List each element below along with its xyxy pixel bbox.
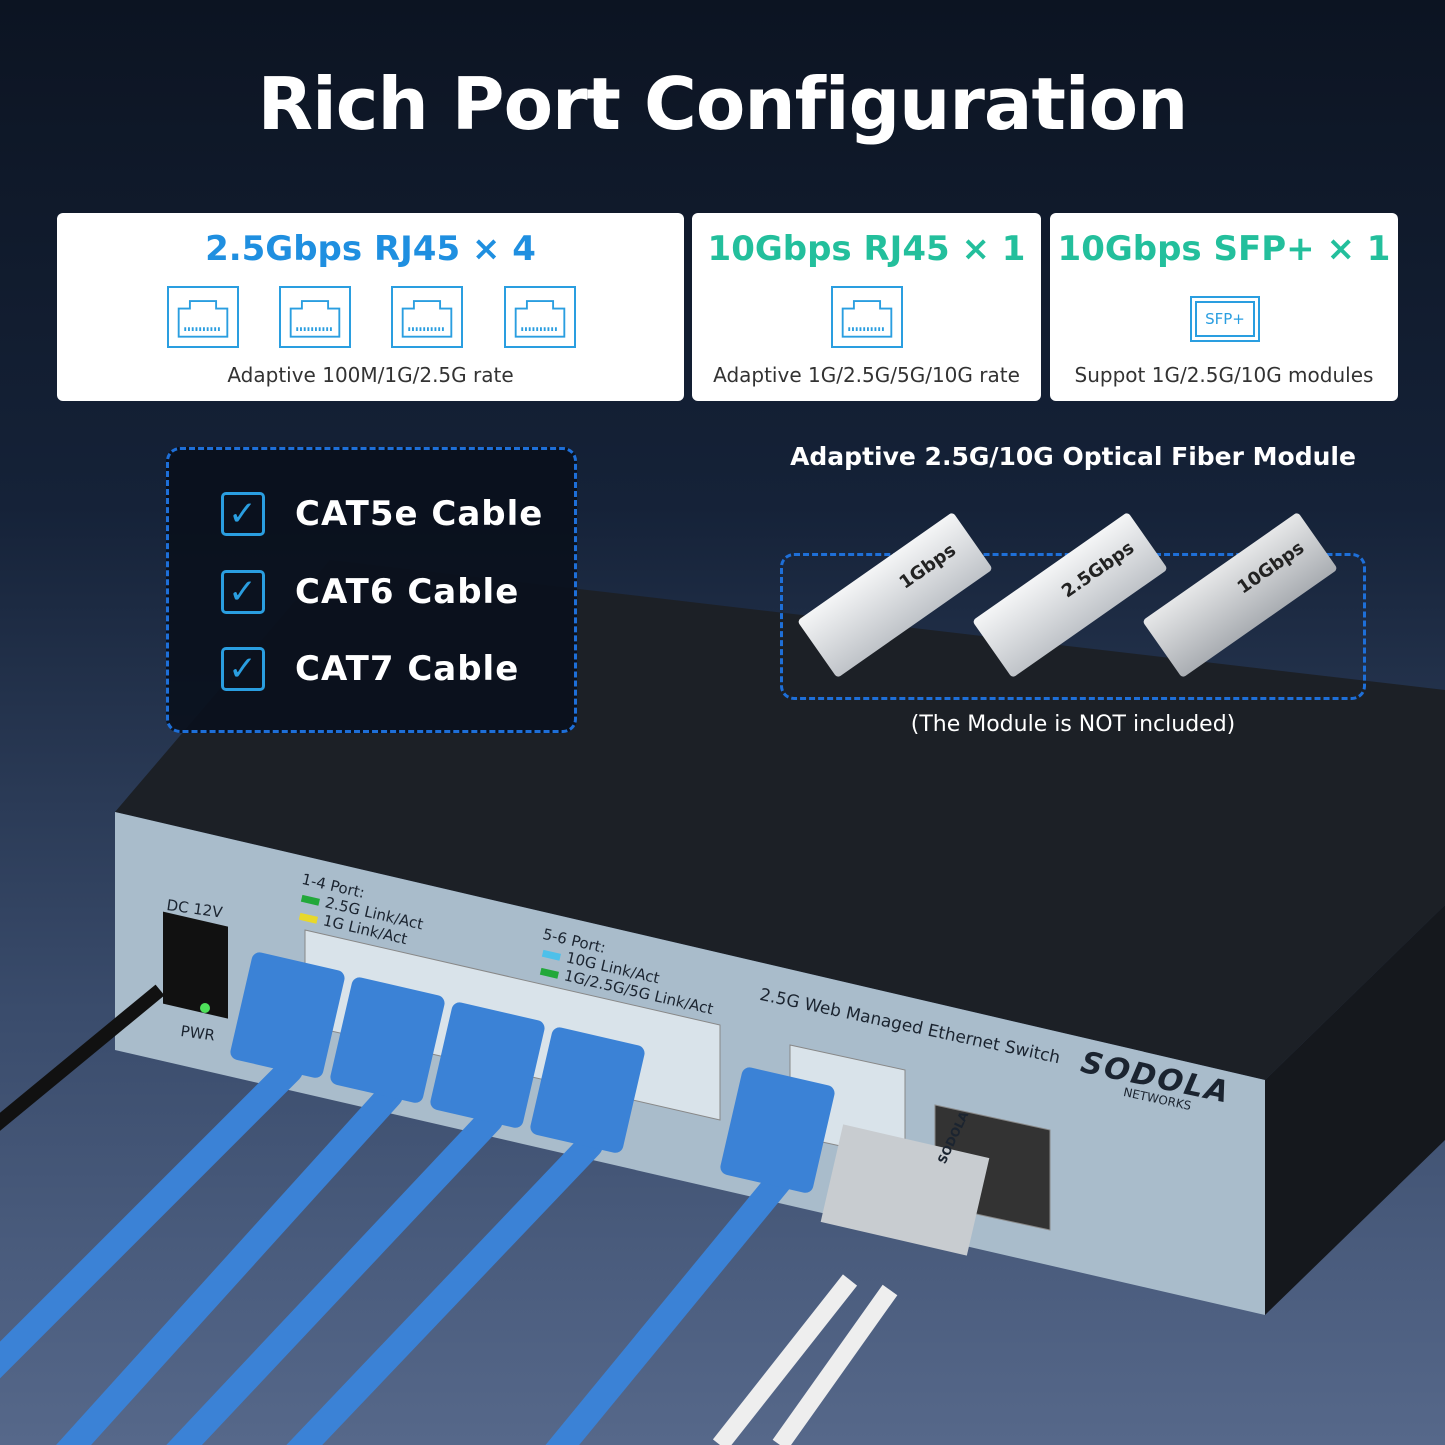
ethernet-cables	[0, 1057, 793, 1445]
modules-title: Adaptive 2.5G/10G Optical Fiber Module	[790, 442, 1356, 471]
card-caption: Suppot 1G/2.5G/10G modules	[1074, 363, 1374, 387]
cable-plugs	[230, 952, 835, 1193]
card-caption: Adaptive 1G/2.5G/5G/10G rate	[713, 363, 1020, 387]
power-cable	[0, 984, 165, 1131]
sfp-module-inserted	[820, 1124, 990, 1256]
card-2-5g-rj45: 2.5Gbps RJ45 × 4 Adaptive 100M/1G/2.5G r…	[57, 213, 684, 401]
rj45-port-icon	[167, 286, 239, 348]
blue-led-icon	[541, 949, 561, 961]
green-led-icon	[539, 967, 559, 979]
rj45-port-icon	[279, 286, 351, 348]
rj45-port-icon	[831, 286, 903, 348]
rj45-port-icon	[504, 286, 576, 348]
green-led-icon	[300, 894, 320, 906]
card-heading: 2.5Gbps RJ45 × 4	[205, 229, 536, 269]
switch-side-face	[1265, 905, 1445, 1315]
page-title: Rich Port Configuration	[257, 62, 1189, 146]
checkbox-checked-icon: ✓	[221, 647, 265, 691]
sfp-port-icon: SFP+	[1190, 296, 1260, 342]
checkbox-checked-icon: ✓	[221, 492, 265, 536]
fiber-cables	[712, 1274, 898, 1445]
dc-power-jack	[163, 911, 228, 1019]
cable-item: ✓CAT6 Cable	[221, 570, 519, 614]
checkbox-checked-icon: ✓	[221, 570, 265, 614]
card-heading: 10Gbps RJ45 × 1	[707, 229, 1026, 269]
cable-compatibility-box: ✓CAT5e Cable ✓CAT6 Cable ✓CAT7 Cable	[166, 447, 577, 733]
card-heading: 10Gbps SFP+ × 1	[1057, 229, 1391, 269]
card-10g-sfp: 10Gbps SFP+ × 1 SFP+ Suppot 1G/2.5G/10G …	[1050, 213, 1398, 401]
yellow-led-icon	[298, 912, 318, 924]
cable-item: ✓CAT5e Cable	[221, 492, 543, 536]
rj45-port-icon	[391, 286, 463, 348]
cable-item: ✓CAT7 Cable	[221, 647, 519, 691]
power-led	[200, 1003, 210, 1013]
modules-note: (The Module is NOT included)	[910, 712, 1236, 737]
card-caption: Adaptive 100M/1G/2.5G rate	[227, 363, 514, 387]
card-10g-rj45: 10Gbps RJ45 × 1 Adaptive 1G/2.5G/5G/10G …	[692, 213, 1041, 401]
